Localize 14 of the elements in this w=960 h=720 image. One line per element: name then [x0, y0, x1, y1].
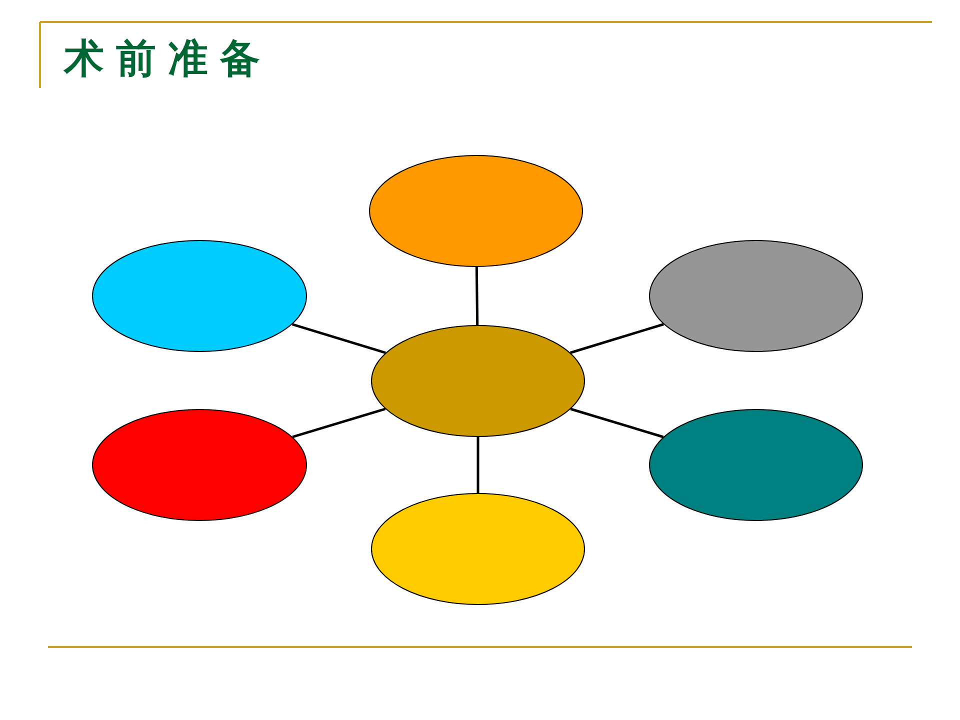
ellipse-node	[649, 240, 863, 352]
connector-line	[292, 323, 386, 354]
connector-line	[476, 437, 480, 493]
ellipse-node	[92, 240, 307, 352]
connector-line	[475, 266, 479, 326]
slide-title: 术前准备	[64, 35, 272, 84]
connector-line	[570, 323, 664, 354]
ellipse-node	[649, 409, 863, 521]
connector-line	[292, 408, 386, 438]
ellipse-node	[371, 325, 585, 437]
ellipse-node	[369, 155, 583, 267]
connector-line	[570, 408, 664, 438]
ellipse-node	[92, 409, 307, 521]
ellipse-node	[371, 493, 585, 605]
